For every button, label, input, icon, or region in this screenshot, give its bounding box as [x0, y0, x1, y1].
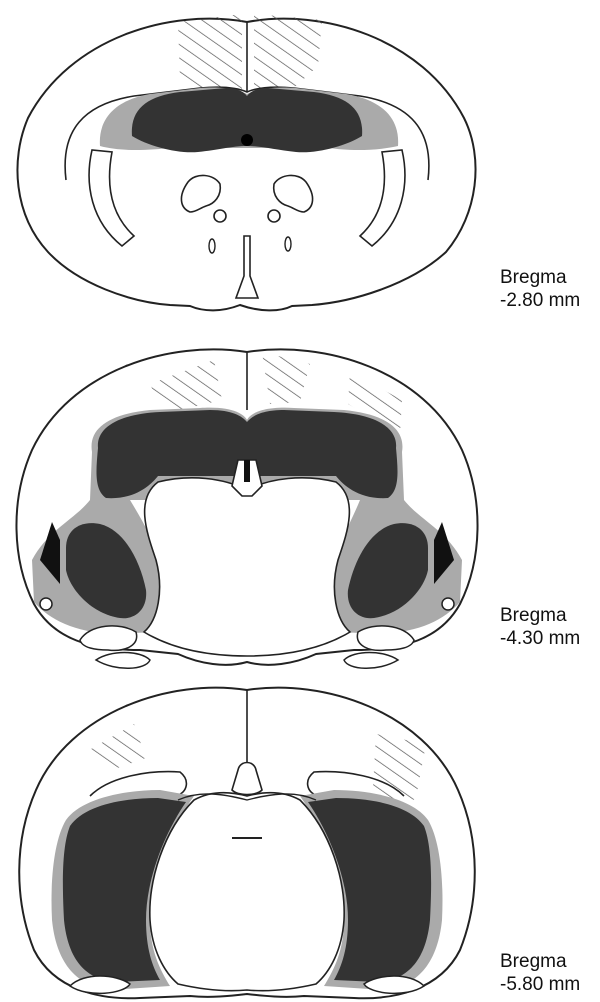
midbrain-region	[150, 793, 344, 991]
section-bregma-2-80	[17, 14, 475, 310]
hatched-region-left	[178, 14, 242, 96]
bregma-label-2: Bregma -4.30 mm	[500, 604, 580, 650]
bregma-label-3-name: Bregma	[500, 950, 580, 973]
bregma-label-2-name: Bregma	[500, 604, 580, 627]
ventral-dot-left	[40, 598, 52, 610]
bregma-label-1: Bregma -2.80 mm	[500, 266, 580, 312]
midline-marker	[241, 134, 253, 146]
ventral-dot-right	[442, 598, 454, 610]
structure-dot-left	[214, 210, 226, 222]
section-bregma-5-80	[19, 688, 475, 999]
bregma-label-1-name: Bregma	[500, 266, 580, 289]
bregma-label-3: Bregma -5.80 mm	[500, 950, 580, 996]
bregma-label-1-level: -2.80 mm	[500, 289, 580, 312]
bregma-label-3-level: -5.80 mm	[500, 973, 580, 996]
structure-dot-right	[268, 210, 280, 222]
midline-marker	[244, 460, 250, 482]
midbrain-region	[144, 478, 350, 656]
bregma-label-2-level: -4.30 mm	[500, 627, 580, 650]
section-bregma-4-30	[16, 349, 477, 668]
